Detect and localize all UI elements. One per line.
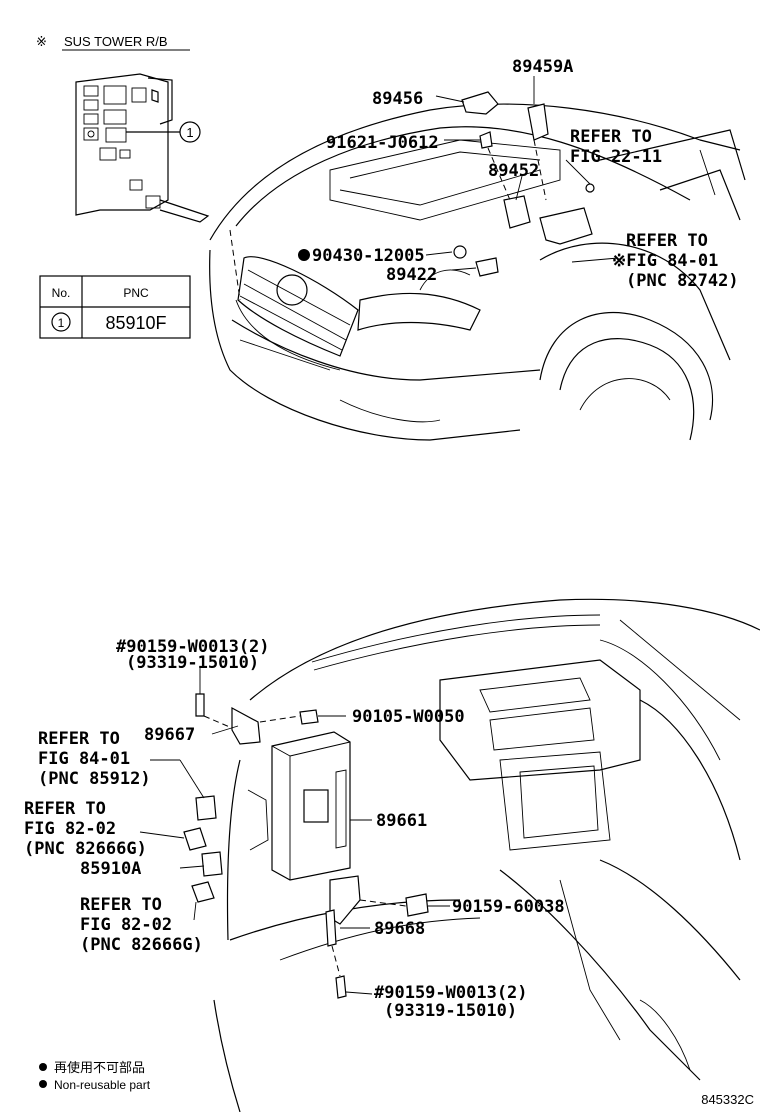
- bottom-leader-lines: [139, 668, 450, 995]
- figure-code: 845332C: [701, 1092, 754, 1107]
- label-90159-60038: 90159-60038: [452, 897, 565, 917]
- label-refer-fig-82-02-c2: (PNC 82666G): [80, 935, 203, 955]
- pnc-table-row-callout: [51, 312, 71, 332]
- label-90105-w0050: 90105-W0050: [352, 707, 465, 727]
- label-89422: 89422: [386, 265, 437, 285]
- label-91621-j0612: 91621-J0612: [326, 133, 439, 153]
- label-refer-fig-82-02-b2: FIG 82-02: [80, 915, 172, 935]
- pnc-table: [39, 275, 191, 339]
- label-89452: 89452: [488, 161, 539, 181]
- label-89667: 89667: [144, 725, 195, 745]
- callout-1-number: 1: [186, 125, 193, 140]
- label-90159-w0013-top-a: #90159-W0013(2): [116, 637, 270, 657]
- label-90159-w0013-bot-a: #90159-W0013(2): [374, 983, 528, 1003]
- relay-block-drawing: [75, 73, 210, 223]
- pnc-table-row-pnc: 85910F: [105, 313, 166, 333]
- hood-hinge-parts: [298, 91, 595, 277]
- label-90430-12005: 90430-12005: [312, 246, 425, 266]
- label-85910a: 85910A: [80, 859, 141, 879]
- pnc-table-header-pnc: PNC: [123, 286, 149, 300]
- legend-line-1: 再使用不可部品: [54, 1060, 145, 1075]
- label-refer-fig-84-01-c: (PNC 82742): [626, 271, 739, 291]
- label-refer-fig-82-02-a1: REFER TO: [24, 799, 106, 819]
- label-refer-fig-84-01-b: ※FIG 84-01: [612, 251, 718, 271]
- label-refer-fig-82-02-a2: REFER TO: [80, 895, 162, 915]
- label-89456: 89456: [372, 89, 423, 109]
- label-refer-fig-84-01-a: REFER TO: [626, 231, 708, 251]
- label-refer-fig-22-11-a: REFER TO: [570, 127, 652, 147]
- pnc-table-header-no: No.: [52, 286, 71, 300]
- note-mark: ※: [36, 34, 47, 49]
- legend-line-2: Non-reusable part: [54, 1078, 151, 1092]
- label-89661: 89661: [376, 811, 427, 831]
- label-90159-w0013-top-b: (93319-15010): [126, 653, 259, 673]
- dashboard-drawing: [213, 598, 760, 1112]
- callout-1-circle: [179, 121, 201, 143]
- legend-dot-1: [39, 1063, 47, 1071]
- car-front-drawing: [209, 103, 746, 441]
- label-refer-fig-84-01-bot-b: FIG 84-01: [38, 749, 130, 769]
- label-refer-fig-84-01-bot-c: (PNC 85912): [38, 769, 151, 789]
- label-refer-fig-82-02-c1: (PNC 82666G): [24, 839, 147, 859]
- legend-dot-2: [39, 1080, 47, 1088]
- top-leader-lines: [425, 76, 619, 271]
- label-89668: 89668: [374, 919, 425, 939]
- label-refer-fig-82-02-b1: FIG 82-02: [24, 819, 116, 839]
- label-89459a: 89459A: [512, 57, 573, 77]
- label-refer-fig-22-11-b: FIG 22-11: [570, 147, 662, 167]
- pnc-table-row-no: 1: [58, 316, 65, 330]
- ecu-and-bracket-parts: [183, 693, 429, 999]
- note-title: SUS TOWER R/B: [64, 34, 168, 49]
- label-refer-fig-84-01-bot-a: REFER TO: [38, 729, 120, 749]
- label-90159-w0013-bot-b: (93319-15010): [384, 1001, 517, 1021]
